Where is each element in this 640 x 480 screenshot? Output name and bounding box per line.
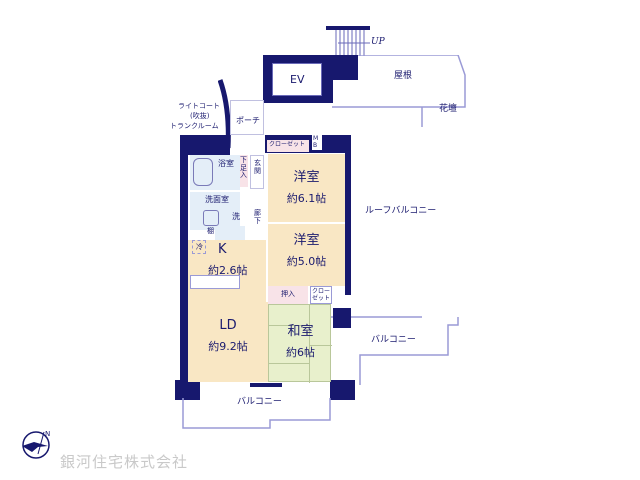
washroom: [190, 192, 240, 230]
western-room-2: 洋室 約5.0帖: [268, 224, 345, 286]
bath-label: 浴室: [218, 159, 234, 168]
wall-corner-bl: [175, 380, 200, 400]
washroom-label: 洗面室: [205, 195, 229, 204]
wall-corner-br: [330, 380, 355, 400]
hallway-label: 廊下: [254, 209, 261, 225]
washer-label: 洗: [232, 212, 240, 221]
stairs: [326, 26, 370, 56]
closet-small: クローゼット: [310, 286, 332, 304]
sink: [203, 210, 219, 226]
wall-bottom-mid: [250, 383, 282, 387]
porch: [230, 100, 264, 135]
japanese-room: 和室 約6帖: [268, 304, 332, 383]
roof-balcony-label: ルーフバルコニー: [365, 206, 437, 216]
living-dining: LD 約9.2帖: [188, 302, 268, 382]
shoe-box: 下足入: [240, 155, 248, 187]
mb: MB: [312, 134, 322, 150]
light-court-label: ライトコート: [178, 102, 220, 110]
oshiire: 押入: [268, 286, 308, 304]
up-label: UP: [371, 37, 385, 47]
fridge: 冷: [192, 240, 206, 254]
bathtub: [193, 158, 213, 186]
elevator: EV: [272, 63, 322, 96]
trunk-room-label: トランクルーム: [170, 122, 219, 130]
svg-text:N: N: [45, 430, 50, 438]
toilet: [215, 226, 245, 240]
light-court-sub-label: (吹抜): [190, 112, 210, 120]
roof-label: 屋根: [394, 71, 413, 81]
wall-right-upper: [345, 135, 351, 295]
western-room-1: 洋室 約6.1帖: [268, 154, 345, 222]
compass-icon: N: [22, 430, 50, 459]
entrance: 玄関: [250, 155, 264, 189]
kitchen-counter: [190, 275, 240, 289]
closet-top: クローゼット: [267, 140, 309, 152]
bottom-balcony-outline: [182, 398, 331, 429]
wall-right-block: [333, 308, 351, 328]
balcony-right-label: バルコニー: [371, 335, 416, 345]
flowerbed-label: 花壇: [439, 104, 458, 114]
shelf-label: 棚: [207, 227, 214, 235]
wall-top-left: [180, 135, 230, 155]
company-name: 銀河住宅株式会社: [60, 453, 189, 471]
wall-left: [180, 135, 188, 390]
porch-label: ポーチ: [236, 116, 260, 125]
kitchen: K 約2.6帖: [188, 240, 266, 302]
balcony-bottom-label: バルコニー: [237, 397, 282, 407]
